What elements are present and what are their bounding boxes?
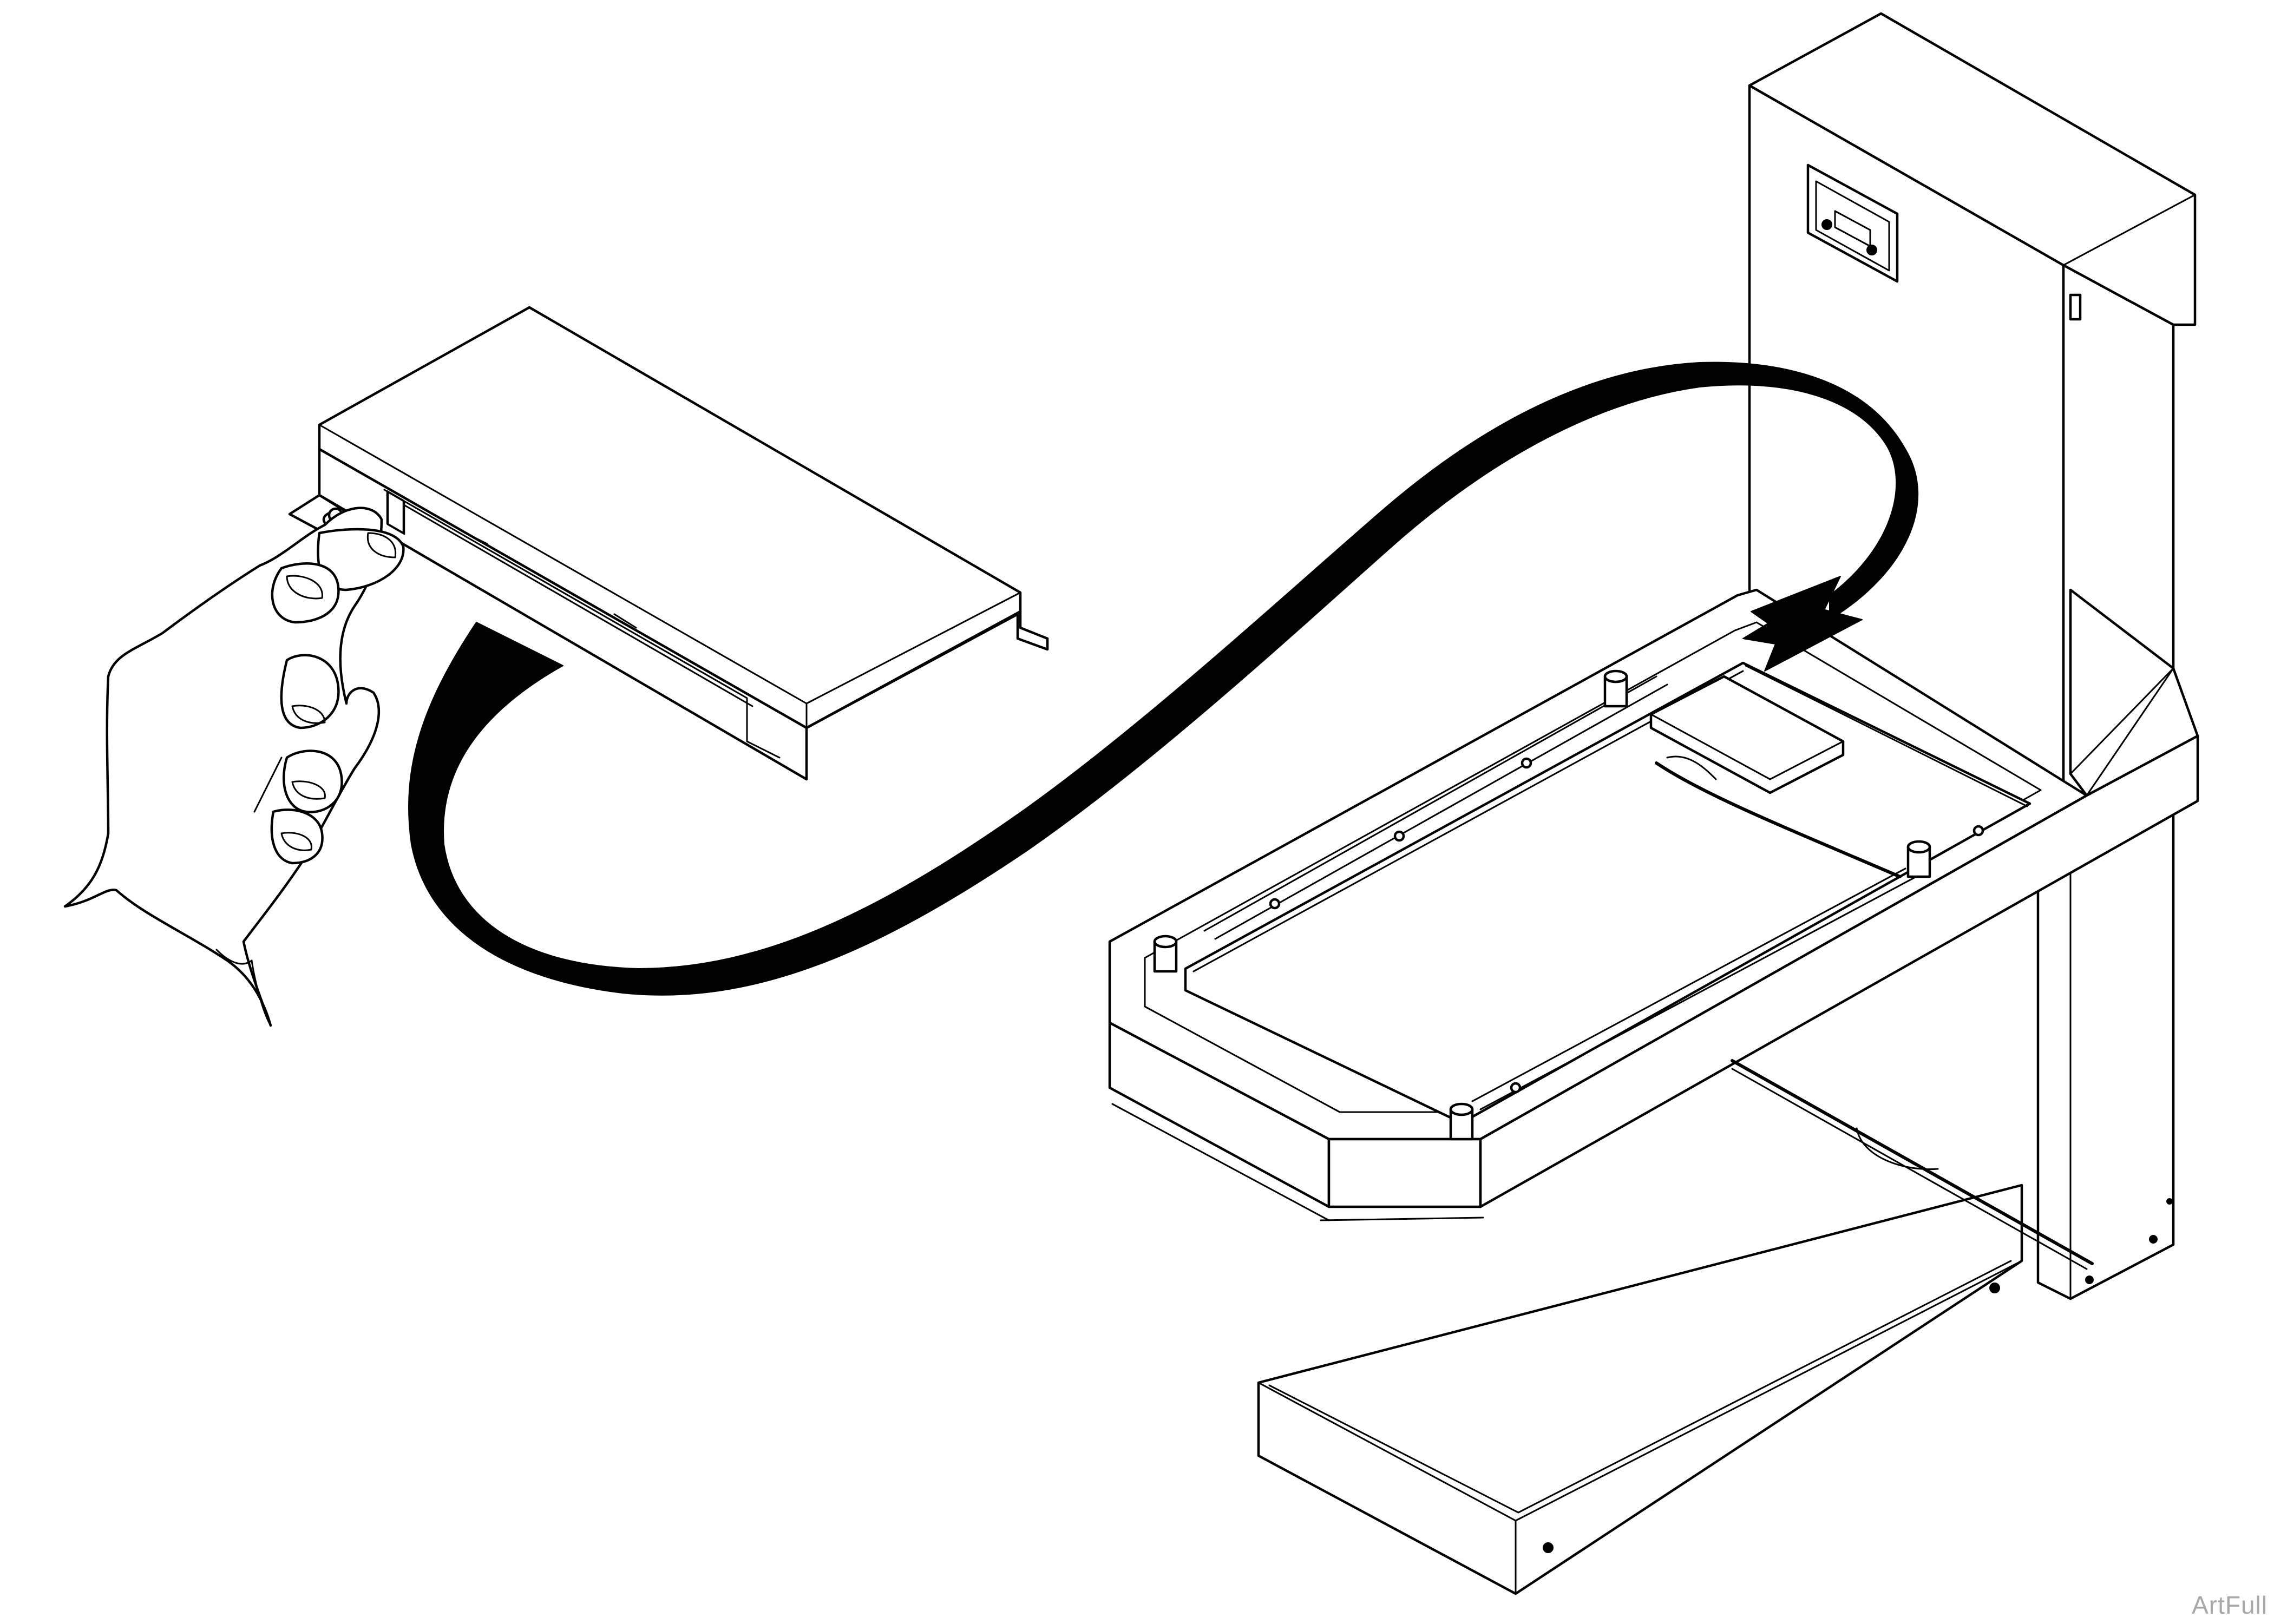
corner-post-back	[1603, 669, 1628, 708]
corner-post-front	[1449, 1102, 1474, 1141]
removed-cover	[288, 306, 1049, 781]
corner-post-right	[1906, 840, 1931, 878]
display-panel	[1806, 163, 1899, 283]
installed-cover	[1649, 675, 1845, 794]
watermark-label: ArtFull	[2192, 1591, 2268, 1619]
corner-post-front-left	[1153, 935, 1178, 973]
hand	[63, 507, 405, 1027]
floor-base-plate	[1257, 1184, 2023, 1595]
table-top-assembly	[1108, 588, 2199, 1270]
motion-arrow	[408, 361, 1918, 996]
